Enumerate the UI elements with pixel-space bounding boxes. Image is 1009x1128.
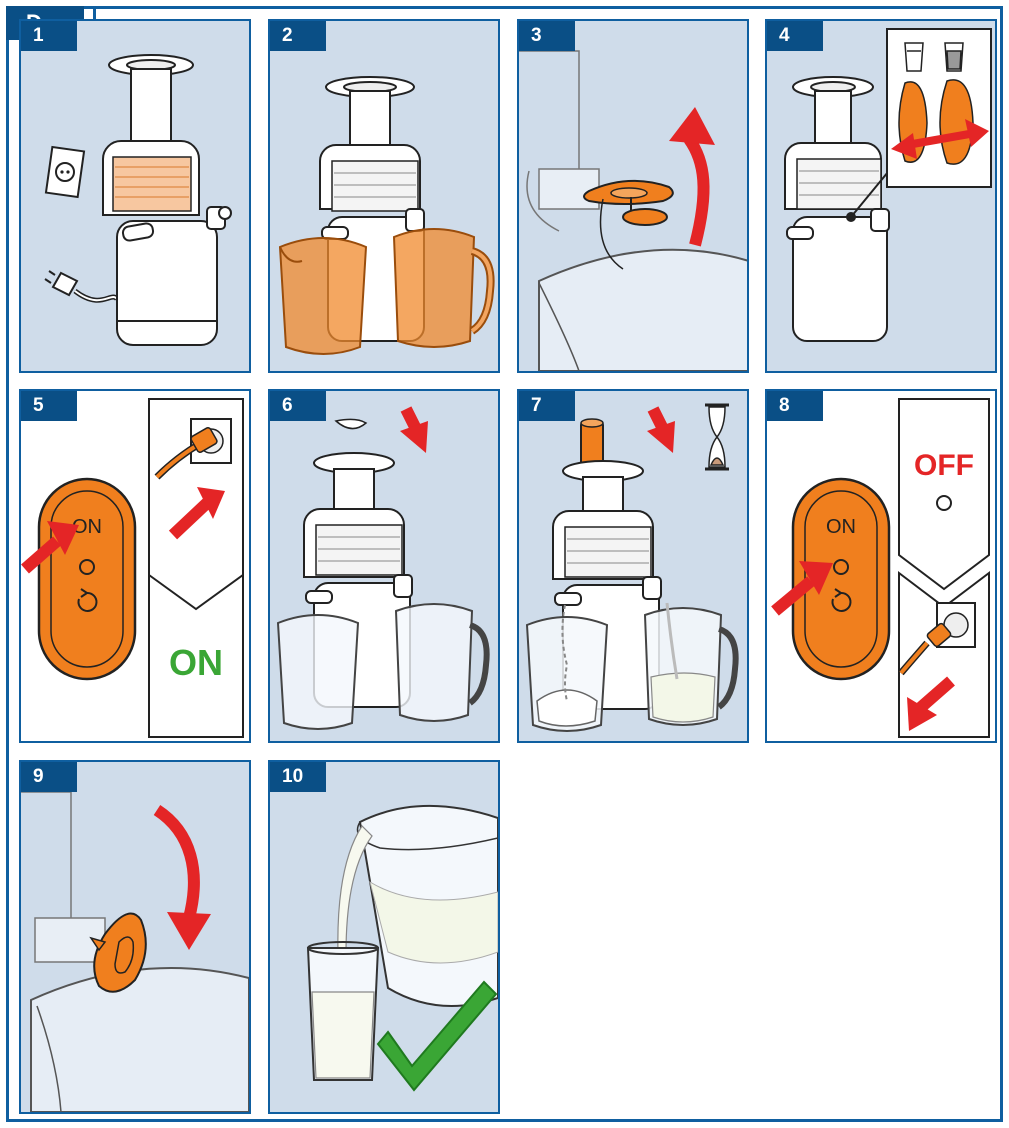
jug-rim-icon <box>31 968 249 1112</box>
switch-on-label: ON <box>826 516 856 538</box>
pusher-juicing-illustration <box>519 391 747 741</box>
status-on-label: ON <box>169 642 223 683</box>
power-plug-icon <box>45 271 117 300</box>
pulp-setting-illustration <box>767 21 995 371</box>
step-9-badge: 9 <box>21 762 77 792</box>
pulp-container-icon <box>527 605 607 731</box>
pulp-container-icon <box>278 615 358 729</box>
pulpy-glass-icon <box>945 43 963 71</box>
step-9-panel: 9 <box>19 760 251 1114</box>
glass-icon <box>308 942 378 1080</box>
juicer-assembled-illustration <box>21 21 249 371</box>
insert-fruit-illustration <box>270 391 498 741</box>
pulp-setting-inset <box>887 29 991 187</box>
curved-arrow-down-icon <box>157 810 211 950</box>
unplug-inset <box>899 573 989 737</box>
jug-rim-icon <box>539 250 747 371</box>
pulp-container-icon <box>280 238 366 354</box>
power-off-illustration: ON OFF <box>767 391 995 741</box>
status-off-label: OFF <box>914 449 974 482</box>
step-1-panel: 1 <box>19 19 251 373</box>
step-3-badge: 3 <box>519 21 575 51</box>
juice-jug-icon <box>394 229 491 347</box>
step-4-badge: 4 <box>767 21 823 51</box>
juice-jug-icon <box>396 604 487 721</box>
power-on-illustration: ON ON <box>21 391 249 741</box>
step-6-panel: 6 <box>268 389 500 743</box>
juicer-with-containers-illustration <box>270 21 498 371</box>
curved-arrow-up-icon <box>669 107 715 245</box>
step-8-badge: 8 <box>767 391 823 421</box>
step-2-panel: 2 <box>268 19 500 373</box>
step-4-panel: 4 <box>765 19 997 373</box>
step-5-panel: 5 ON ON <box>19 389 251 743</box>
step-8-panel: 8 ON OFF <box>765 389 997 743</box>
wall-socket-icon <box>46 147 84 197</box>
step-7-badge: 7 <box>519 391 575 421</box>
juicer-icon <box>103 55 231 345</box>
hourglass-icon <box>705 405 729 469</box>
juice-jug-icon <box>358 806 499 1006</box>
juicer-closeup-icon <box>519 51 599 231</box>
down-arrow-icon <box>647 409 675 453</box>
step-2-badge: 2 <box>270 21 326 51</box>
pour-juice-illustration <box>270 762 498 1112</box>
step-7-panel: 7 <box>517 389 749 743</box>
step-1-badge: 1 <box>21 21 77 51</box>
juicer-closeup-icon <box>21 792 105 962</box>
power-switch-icon: ON <box>39 479 135 679</box>
step-6-badge: 6 <box>270 391 326 421</box>
status-inset: OFF <box>899 399 989 589</box>
step-3-panel: 3 <box>517 19 749 373</box>
down-arrow-icon <box>400 409 428 453</box>
step-10-panel: 10 <box>268 760 500 1114</box>
clear-glass-icon <box>905 43 923 71</box>
drip-stop-open-illustration <box>519 21 747 371</box>
juicer-icon <box>785 77 897 341</box>
juice-jug-icon <box>645 603 736 725</box>
step-5-badge: 5 <box>21 391 77 421</box>
drip-stop-close-illustration <box>21 762 249 1112</box>
step-10-badge: 10 <box>270 762 326 792</box>
